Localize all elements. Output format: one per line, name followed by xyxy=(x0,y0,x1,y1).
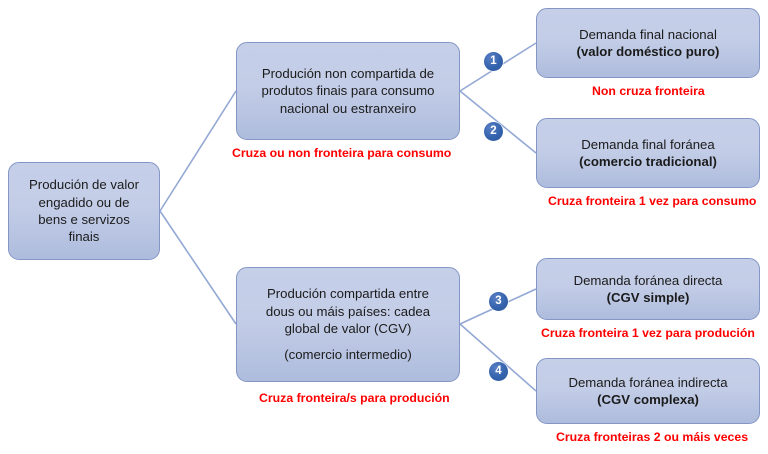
node-non-shared-line-3: nacional ou estranxeiro xyxy=(279,100,417,116)
node-root[interactable]: Produción de valor engadido ou de bens e… xyxy=(8,162,160,260)
connector-non-shared-to-leaf-2 xyxy=(459,90,537,154)
node-shared-line-2: dous ou máis países: cadea xyxy=(265,303,431,319)
node-leaf-3-line-1: Demanda foránea directa xyxy=(573,272,723,288)
node-leaf-4-line-1: Demanda foránea indirecta xyxy=(568,374,728,390)
caption-leaf-3: Cruza fronteira 1 vez para produción xyxy=(541,326,755,340)
node-root-line-1: Produción de valor xyxy=(29,177,139,193)
caption-leaf-2: Cruza fronteira 1 vez para consumo xyxy=(548,194,757,208)
node-leaf-direct-foreign-demand[interactable]: Demanda foránea directa (CGV simple) xyxy=(536,258,760,320)
node-leaf-3-line-2: (CGV simple) xyxy=(606,290,690,305)
node-root-line-4: finais xyxy=(68,229,100,245)
badge-number-1: 1 xyxy=(484,52,503,71)
caption-non-shared-production: Cruza ou non fronteira para consumo xyxy=(232,146,452,160)
node-leaf-4-line-2: (CGV complexa) xyxy=(597,392,699,407)
node-leaf-indirect-foreign-demand[interactable]: Demanda foránea indirecta (CGV complexa) xyxy=(536,358,760,424)
node-shared-line-1: Produción compartida entre xyxy=(266,286,429,302)
caption-leaf-1: Non cruza fronteira xyxy=(592,84,705,98)
node-shared-production[interactable]: Produción compartida entre dous ou máis … xyxy=(236,267,460,382)
node-leaf-1-line-1: Demanda final nacional xyxy=(579,26,717,42)
node-non-shared-line-1: Produción non compartida de xyxy=(261,65,435,81)
caption-leaf-4: Cruza fronteiras 2 ou máis veces xyxy=(556,430,749,444)
connector-root-to-non-shared xyxy=(159,90,237,212)
node-root-line-2: engadido ou de xyxy=(38,194,130,210)
node-leaf-foreign-final-demand[interactable]: Demanda final foránea (comercio tradicio… xyxy=(536,118,760,188)
node-leaf-domestic-final-demand[interactable]: Demanda final nacional (valor doméstico … xyxy=(536,8,760,78)
caption-shared-production: Cruza fronteira/s para produción xyxy=(259,391,450,405)
node-non-shared-line-2: produtos finais para consumo xyxy=(261,83,435,99)
node-root-line-3: bens e servizos xyxy=(38,212,130,227)
node-shared-line-3: global de valor (CGV) xyxy=(284,321,412,336)
node-leaf-2-line-2: (comercio tradicional) xyxy=(579,154,717,169)
node-non-shared-production[interactable]: Produción non compartida de produtos fin… xyxy=(236,42,460,140)
badge-number-2: 2 xyxy=(484,122,503,141)
node-shared-line-4: (comercio intermedio) xyxy=(284,347,412,363)
badge-number-3: 3 xyxy=(489,292,508,311)
badge-number-4: 4 xyxy=(489,362,508,381)
connector-root-to-shared xyxy=(159,210,237,325)
node-leaf-1-line-2: (valor doméstico puro) xyxy=(576,44,720,59)
node-leaf-2-line-1: Demanda final foránea xyxy=(581,136,715,152)
